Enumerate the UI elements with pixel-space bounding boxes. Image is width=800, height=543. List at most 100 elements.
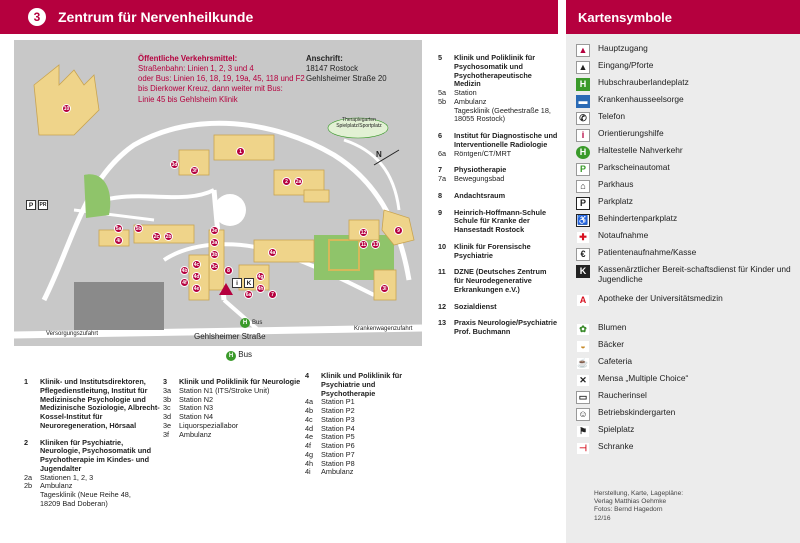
marker-4e: 4e (192, 284, 201, 293)
legend-label: Kassenärztlicher Bereit-schaftsdienst fü… (598, 264, 791, 284)
transit-info: Öffentliche Verkehrsmittel: Straßenbahn:… (138, 54, 305, 105)
sub-value: Ambulanz (179, 429, 212, 439)
building-name: Physiotherapie (454, 165, 507, 175)
sub-code (24, 500, 40, 509)
legend-label: Telefon (598, 111, 626, 121)
building-number: 1 (24, 377, 29, 386)
credit-line: Fotos: Bernd Hagedorn (594, 506, 663, 514)
marker-5b: 5b (134, 224, 143, 233)
building-number: 8 (438, 190, 443, 200)
sub-value: Station N2 (179, 394, 214, 404)
building-name: DZNE (Deutsches Zentrum für Neurodegener… (454, 267, 547, 294)
sub-code: 3a (163, 385, 172, 395)
section-number-badge: 3 (28, 8, 46, 26)
marker-3a: 3a (210, 238, 219, 247)
sub-value: Stationen 1, 2, 3 (40, 472, 94, 482)
sub-code: 2b (24, 481, 33, 491)
sub-code (438, 115, 454, 124)
credit-line: 12/16 (594, 514, 611, 522)
sub-code: 4i (305, 467, 311, 477)
therapiegarten-label: Therapiegarten Spielplatz/Sportplatz (336, 117, 382, 129)
marker-6a: 6a (244, 290, 253, 299)
emergency-icon: ✚ (576, 231, 590, 244)
sub-value: Bewegungsbad (454, 174, 505, 183)
sub-value: Tagesklinik (Neue Reihe 48, (40, 490, 131, 499)
marker-2c: 2c (152, 232, 161, 241)
marker-11: 11 (359, 240, 368, 249)
k-marker: K (244, 278, 254, 288)
legend-title: Kartensymbole (566, 0, 800, 34)
building-number: 7 (438, 165, 443, 175)
helipad-icon: H (576, 78, 590, 91)
building-number: 6 (438, 131, 443, 140)
legend-label: Orientierungshilfe (598, 128, 664, 138)
marker-3d: 3d (170, 160, 179, 169)
legend-item: ♿ Behindertenparkplatz (576, 213, 800, 231)
sub-code: 4h (305, 458, 314, 468)
sub-code (438, 107, 454, 116)
legend-label: Notaufnahme (598, 230, 649, 240)
sub-value: 18055 Rostock) (454, 114, 506, 124)
legend-item: K Kassenärztlicher Bereit-schaftsdienst f… (576, 264, 800, 294)
building-number: 3 (163, 377, 168, 386)
street-label: Gehlsheimer Straße (194, 332, 266, 341)
sub-code: 3c (163, 403, 171, 413)
versorgung-label: Versorgungszufahrt (46, 331, 99, 337)
legend-item: ✆Telefon (576, 111, 800, 129)
sub-code: 3f (163, 429, 170, 439)
sub-value: Station N1 (ITS/Stroke Unit) (179, 385, 270, 395)
building-sub-entry: 3f Ambulanz (163, 429, 301, 440)
sub-code: 4a (305, 397, 314, 407)
north-arrow: N (376, 150, 382, 159)
bakery-icon: ◒ (576, 340, 590, 353)
sub-value: Station P2 (321, 406, 355, 415)
map-header: 3 Zentrum für Nervenheilkunde (0, 0, 558, 34)
marker-1: 1 (236, 147, 245, 156)
bus-stop-icon: H (576, 146, 590, 159)
legend-label: Spielplatz (598, 424, 635, 434)
marker-4c: 4c (192, 260, 201, 269)
building-name: Klinik und Poliklinik für Psychiatrie un… (321, 371, 403, 398)
disabled-parking-icon: ♿ (576, 214, 590, 227)
sub-code: 6a (438, 148, 447, 158)
marker-7: 7 (268, 290, 277, 299)
building-name: Kliniken für Psychiatrie, Neurologie, Ps… (40, 437, 152, 473)
marker-3e: 3e (210, 226, 219, 235)
legend-label: Schranke (598, 441, 634, 451)
building-10 (33, 64, 100, 136)
sub-value: 18209 Bad Doberan) (40, 498, 108, 508)
campus-map: Therapiegarten Spielplatz/Sportplatz N V… (14, 40, 422, 346)
legend-item: €Patientenaufnahme/Kasse (576, 247, 800, 265)
chaplaincy-icon: ▬ (576, 95, 590, 108)
marker-4f: 4f (180, 278, 189, 287)
sub-value: Station P7 (321, 449, 355, 459)
k-icon: K (576, 265, 590, 278)
legend-label: Behindertenparkplatz (598, 213, 678, 223)
